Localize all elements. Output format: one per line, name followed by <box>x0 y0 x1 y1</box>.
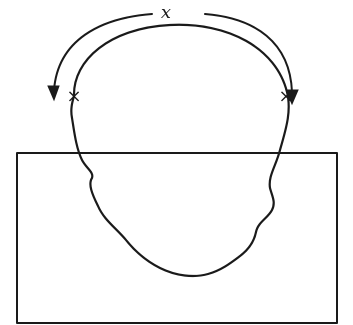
container-rectangle <box>17 153 337 323</box>
right-point-marker: × <box>278 86 293 107</box>
left-arc-arrow <box>54 14 152 90</box>
arc-length-label: x <box>161 2 171 23</box>
left-point-marker: × <box>66 86 81 107</box>
right-arc-arrow <box>205 14 292 92</box>
closed-outline-shape <box>71 25 288 276</box>
left-arrowhead-icon <box>48 86 59 100</box>
